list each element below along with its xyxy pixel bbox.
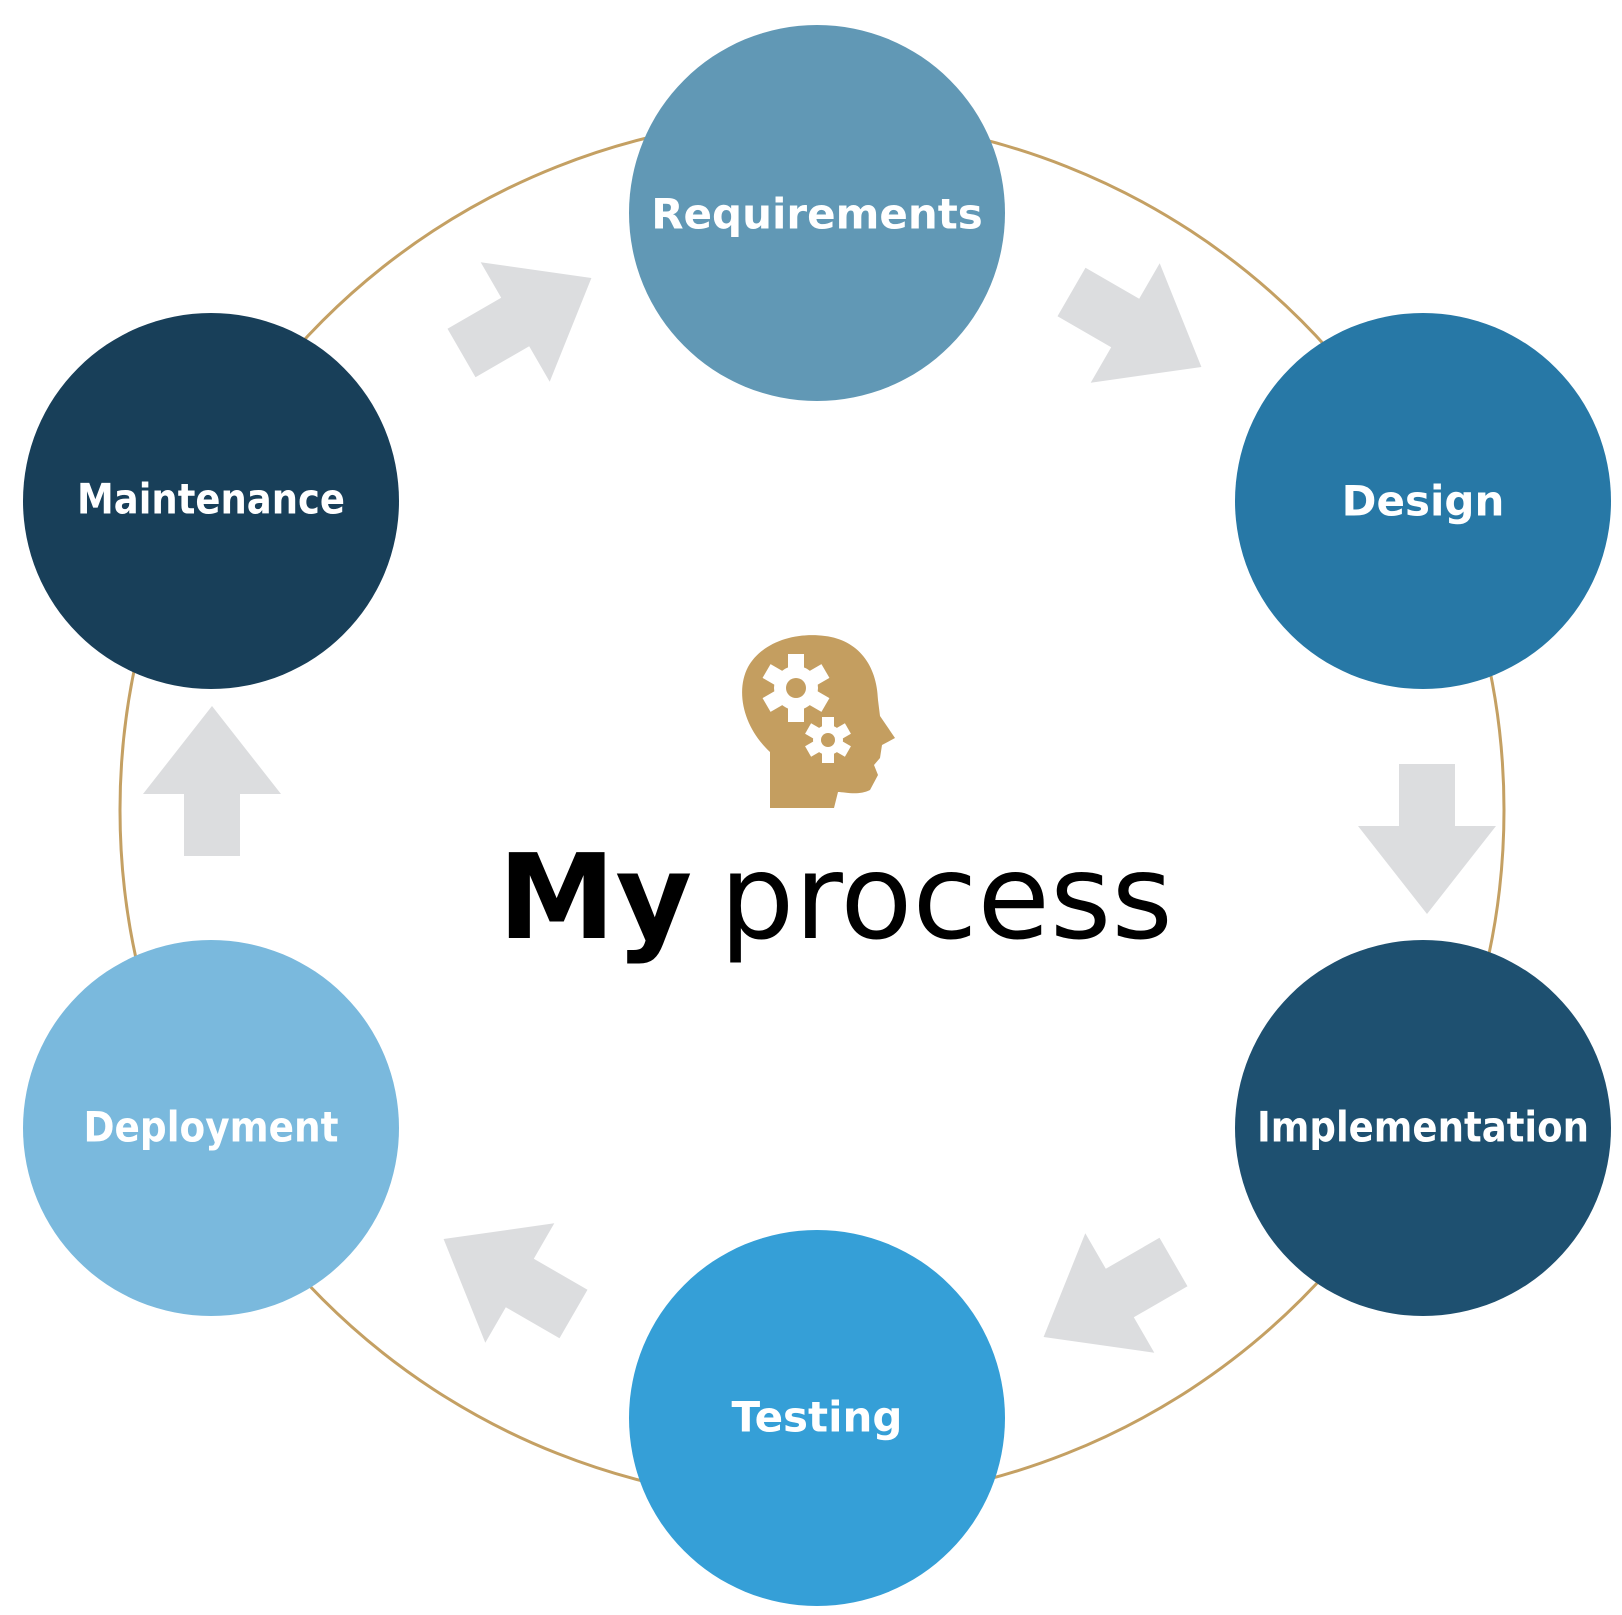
arrow-deployment-to-maintenance (143, 706, 281, 856)
title-bold-word: My (498, 828, 692, 966)
stage-maintenance-circle (23, 313, 399, 689)
stage-design: Design (1235, 313, 1611, 689)
stage-implementation: Implementation (1235, 940, 1611, 1316)
arrow-icon (1358, 764, 1496, 914)
stage-implementation-circle (1235, 940, 1611, 1316)
arrow-icon (447, 262, 592, 382)
stage-maintenance-label: Maintenance (77, 475, 345, 524)
gear-icon (762, 654, 830, 722)
stage-implementation-label: Implementation (1257, 1103, 1589, 1152)
stage-requirements-circle (629, 25, 1005, 401)
stage-testing-label: Testing (732, 1393, 903, 1442)
stage-deployment-label: Deployment (84, 1103, 339, 1152)
arrow-icon (1057, 263, 1202, 383)
head-with-gears-icon (742, 635, 895, 808)
stage-requirements: Requirements (629, 25, 1005, 401)
arrow-icon (443, 1223, 588, 1343)
stage-deployment: Deployment (23, 940, 399, 1316)
head-silhouette (742, 635, 895, 808)
stage-maintenance: Maintenance (23, 313, 399, 689)
arrow-design-to-implementation (1358, 764, 1496, 914)
stage-testing: Testing (629, 1230, 1005, 1606)
stage-design-label: Design (1342, 477, 1505, 526)
arrow-implementation-to-testing (1043, 1233, 1188, 1353)
stage-testing-circle (629, 1230, 1005, 1606)
stage-design-circle (1235, 313, 1611, 689)
arrow-icon (1043, 1233, 1188, 1353)
page-title: My process (498, 828, 1173, 966)
stage-requirements-label: Requirements (651, 190, 983, 239)
arrow-requirements-to-design (1057, 263, 1202, 383)
gear-icon (805, 717, 851, 763)
stage-deployment-circle (23, 940, 399, 1316)
arrow-testing-to-deployment (443, 1223, 588, 1343)
arrow-icon (143, 706, 281, 856)
title-light-word: process (719, 828, 1172, 966)
arrow-maintenance-to-requirements (447, 262, 592, 382)
